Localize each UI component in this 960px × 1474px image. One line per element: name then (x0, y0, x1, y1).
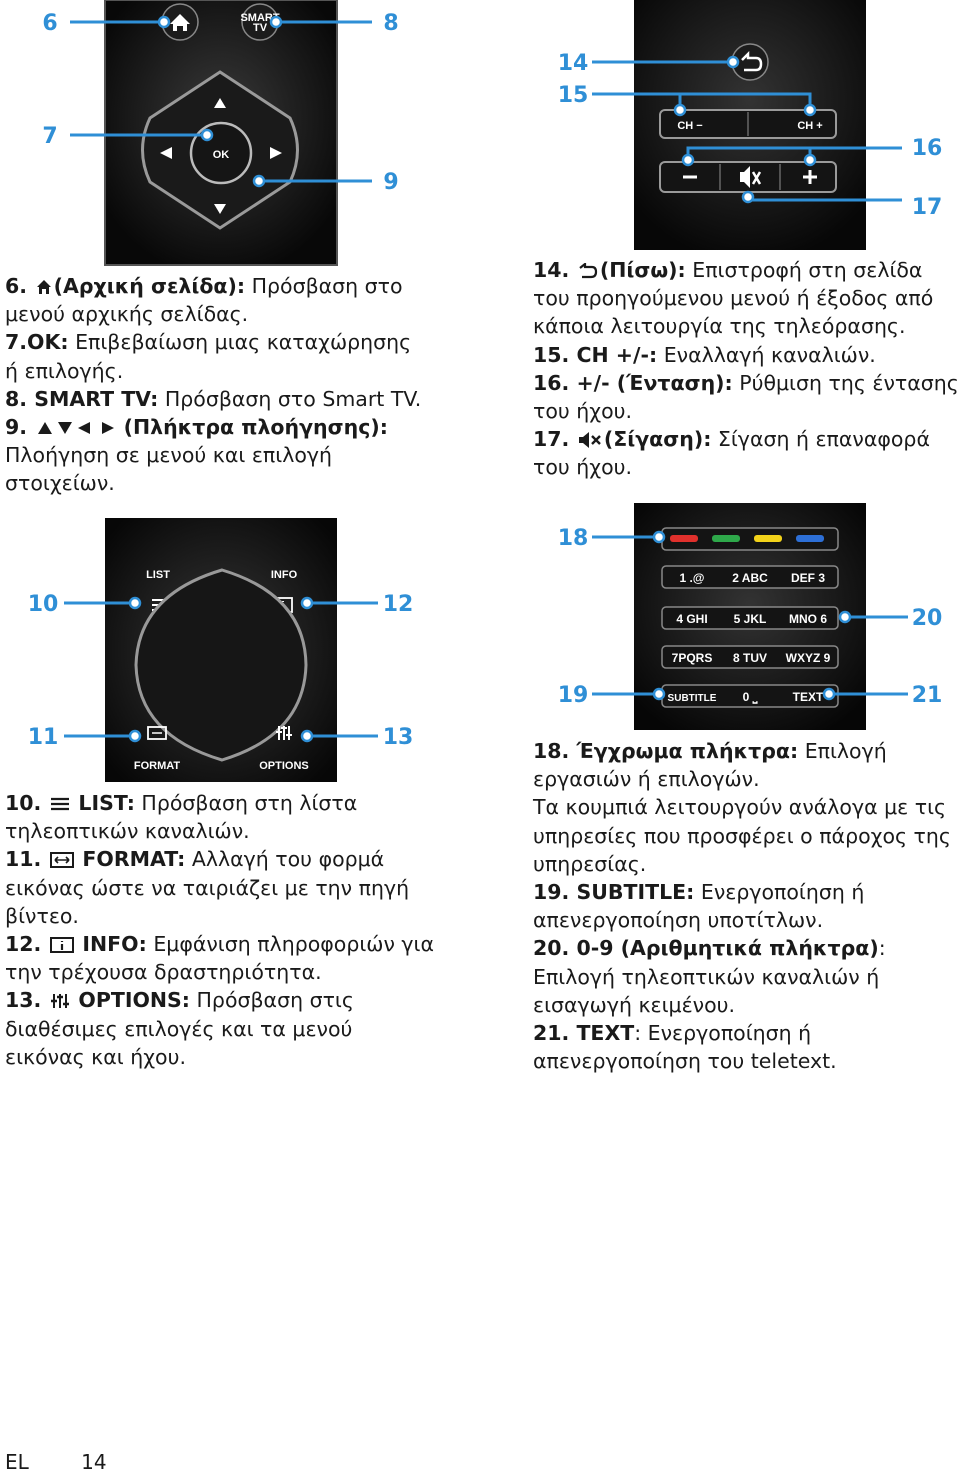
volume-plus-icon (803, 170, 817, 184)
callout-10: 10 (28, 592, 59, 617)
list-icon (50, 797, 69, 811)
svg-text:OPTIONS: OPTIONS (259, 760, 309, 772)
arrow-right-icon (270, 147, 282, 159)
keypad-key: 8 TUV (733, 651, 767, 665)
keypad-key: 0 ⎵ (743, 690, 758, 705)
green-key (712, 535, 740, 542)
back-icon (579, 263, 597, 279)
svg-text:INFO: INFO (271, 569, 298, 581)
desc-18: 18. Έγχρωμα πλήκτρα: Επιλογή εργασιών ή … (533, 739, 887, 792)
options-icon (50, 994, 69, 1009)
remote-figure-menu-keys: LIST INFO FORMAT OPTIONS 10 11 12 13 (0, 515, 440, 785)
callout-16: 16 (912, 136, 943, 161)
keypad-key: WXYZ 9 (786, 651, 831, 665)
navigation-arrows-icon (37, 422, 114, 435)
keypad-key: 7PQRS (672, 651, 713, 665)
svg-text:FORMAT: FORMAT (134, 760, 181, 772)
back-icon (741, 50, 763, 72)
callout-11: 11 (28, 725, 59, 750)
description-block-navigation: 6. (Αρχική σελίδα): Πρόσβαση στο μενού α… (5, 272, 425, 498)
description-block-keypad: 18. Έγχρωμα πλήκτρα: Επιλογή εργασιών ή … (533, 737, 960, 1075)
blue-key (796, 535, 824, 542)
red-key (670, 535, 698, 542)
mute-icon (578, 432, 601, 449)
remote-figure-navigation: SMART TV OK 6 7 8 9 (0, 0, 440, 270)
arrow-left-icon (160, 147, 172, 159)
keypad-key: TEXT (793, 690, 824, 704)
number-keypad: 1 .@ 2 ABC DEF 3 4 GHI 5 JKL MNO 6 7PQRS 8 TUV W… (661, 565, 839, 708)
svg-text:TV: TV (253, 22, 268, 34)
keypad-key: MNO 6 (789, 612, 827, 626)
desc-17: 17. (Σίγαση): Σίγαση ή επαναφορά του ήχο… (533, 427, 930, 480)
svg-text:LIST: LIST (146, 569, 170, 581)
yellow-key (754, 535, 782, 542)
callout-14: 14 (558, 51, 589, 76)
keypad-key: 1 .@ (679, 571, 704, 585)
info-icon (49, 937, 74, 954)
desc-9: 9. (Πλήκτρα πλοήγησης): Πλοήγηση σε μενο… (5, 415, 388, 496)
callout-18: 18 (558, 526, 589, 551)
remote-figure-keypad: 1 .@ 2 ABC DEF 3 4 GHI 5 JKL MNO 6 7PQRS 8 TUV W… (530, 500, 960, 735)
format-icon (49, 852, 74, 869)
desc-6: 6. (Αρχική σελίδα): Πρόσβαση στο μενού α… (5, 274, 403, 327)
desc-7: 7.OK: Επιβεβαίωση μιας καταχώρησης ή επι… (5, 330, 412, 383)
keypad-key: DEF 3 (791, 571, 825, 585)
arrow-up-icon (214, 98, 226, 108)
callout-21: 21 (912, 683, 943, 708)
desc-20: 20. 0-9 (Αριθμητικά πλήκτρα): Επιλογή τη… (533, 936, 886, 1017)
format-icon (147, 726, 167, 740)
desc-19: 19. SUBTITLE: Ενεργοποίηση ή απενεργοποί… (533, 880, 865, 933)
keypad-key: 4 GHI (676, 612, 707, 626)
desc-18-note: Τα κουμπιά λειτουργούν ανάλογα με τις υπ… (533, 795, 951, 876)
options-icon (276, 726, 292, 740)
callout-7: 7 (42, 124, 57, 149)
callout-8: 8 (383, 11, 398, 36)
callout-12: 12 (383, 592, 414, 617)
desc-15: 15. CH +/-: Εναλλαγή καναλιών. (533, 342, 876, 367)
svg-text:CH +: CH + (797, 120, 822, 132)
desc-12: 12. INFO: Εμφάνιση πληροφοριών για την τ… (5, 932, 435, 985)
callout-19: 19 (558, 683, 589, 708)
callout-17: 17 (912, 195, 943, 220)
desc-21: 21. TEXT: Ενεργοποίηση ή απενεργοποίηση … (533, 1021, 837, 1074)
page-footer: EL 14 (5, 1450, 107, 1474)
keypad-key: 2 ABC (732, 571, 768, 585)
navigation-ring (134, 568, 308, 762)
svg-text:OK: OK (213, 149, 230, 161)
desc-14: 14. (Πίσω): Επιστροφή στη σελίδα του προ… (533, 258, 934, 339)
language-code: EL (5, 1450, 29, 1474)
remote-figure-volume: CH − CH + 14 15 16 17 (530, 0, 960, 255)
description-block-menu-keys: 10. LIST: Πρόσβαση στη λίστα τηλεοπτικών… (5, 789, 435, 1071)
page-number: 14 (81, 1450, 107, 1474)
desc-11: 11. FORMAT: Αλλαγή του φορμά εικόνας ώστ… (5, 847, 410, 928)
description-block-volume: 14. (Πίσω): Επιστροφή στη σελίδα του προ… (533, 256, 960, 482)
callout-15: 15 (558, 83, 589, 108)
desc-13: 13. OPTIONS: Πρόσβαση στις διαθέσιμες επ… (5, 988, 354, 1069)
svg-text:CH −: CH − (677, 120, 702, 132)
desc-8: 8. SMART TV: Πρόσβαση στο Smart TV. (5, 386, 422, 411)
callout-9: 9 (383, 170, 398, 195)
callout-13: 13 (383, 725, 414, 750)
home-icon (36, 280, 51, 294)
mute-icon (740, 166, 762, 188)
callout-20: 20 (912, 606, 943, 631)
keypad-key: 5 JKL (734, 612, 767, 626)
callout-6: 6 (42, 11, 57, 36)
desc-16: 16. +/- (Ένταση): Ρύθμιση της έντασης το… (533, 370, 959, 424)
arrow-down-icon (214, 204, 226, 214)
keypad-key: SUBTITLE (668, 693, 717, 704)
desc-10: 10. LIST: Πρόσβαση στη λίστα τηλεοπτικών… (5, 791, 358, 844)
